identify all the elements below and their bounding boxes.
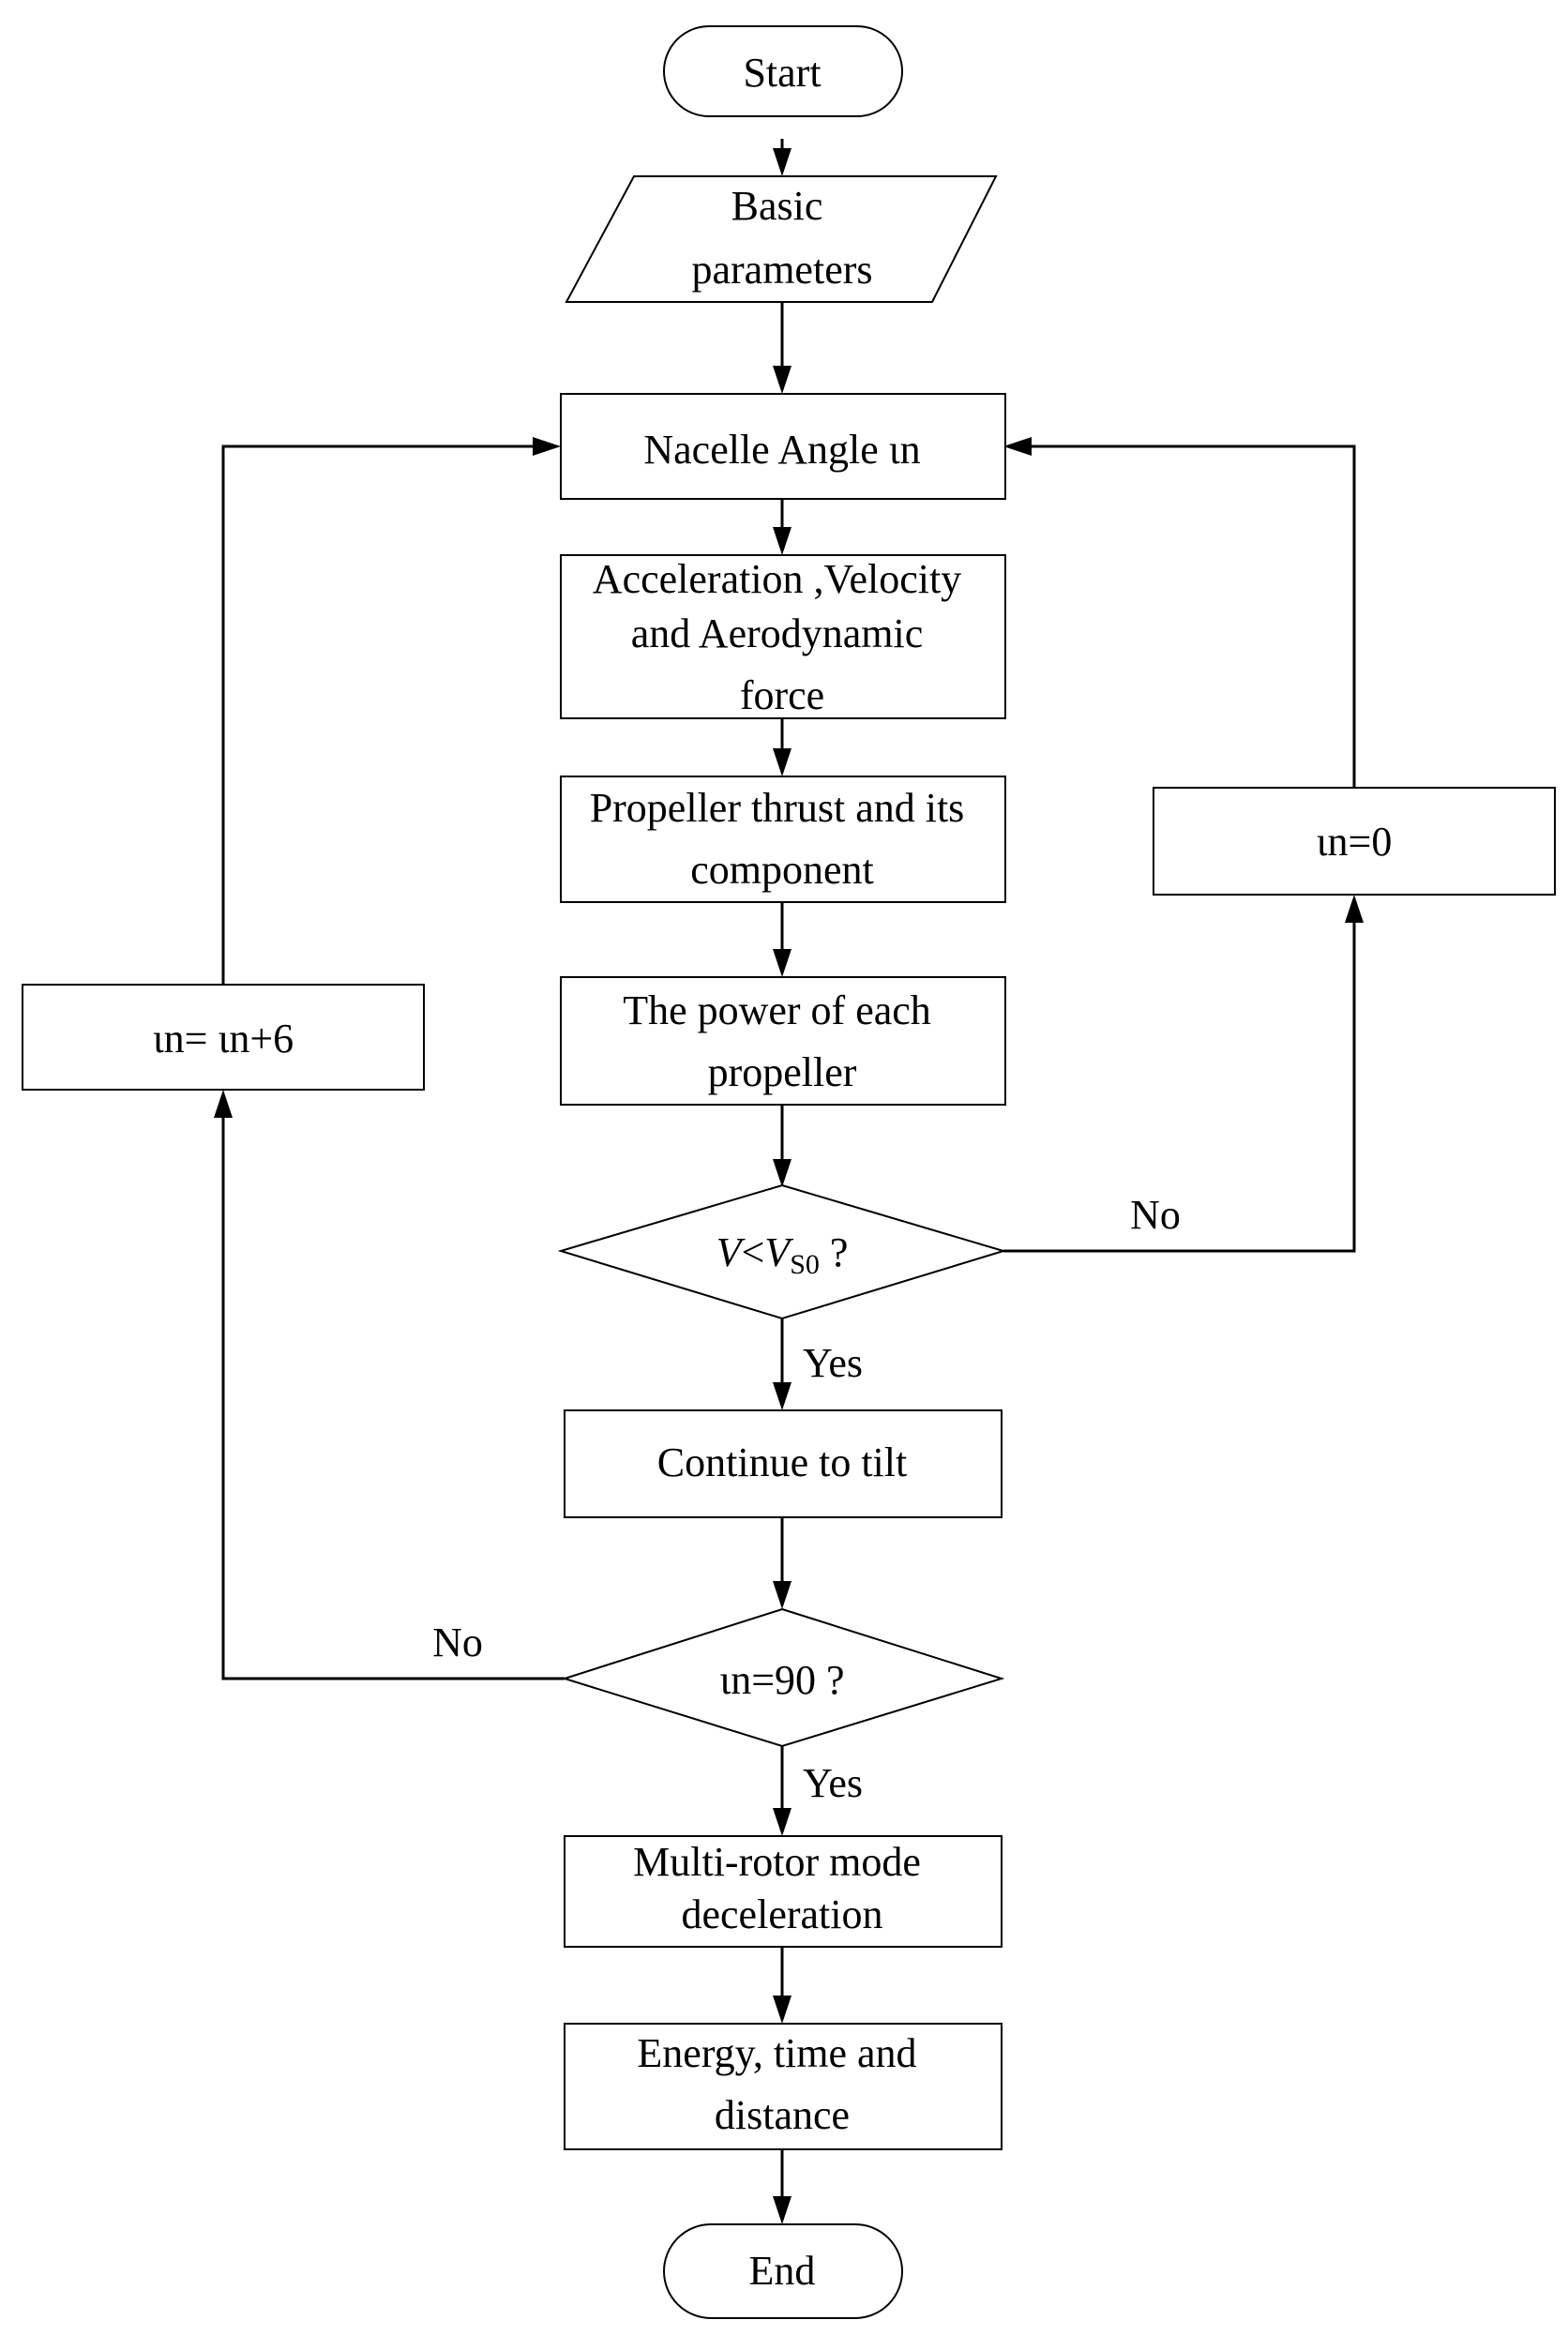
power-box <box>560 976 1006 1106</box>
arrowhead <box>773 366 792 394</box>
arrowhead <box>773 527 792 555</box>
start-terminal <box>663 25 903 117</box>
edge-label-in-yes: Yes <box>803 1760 863 1806</box>
edge-decision-v-no <box>1003 904 1356 1253</box>
arrowhead <box>1345 895 1364 923</box>
edge-in-increment-to-nacelle <box>221 444 542 985</box>
edge-decision-in-no <box>221 1108 565 1680</box>
power-label: The power of each propeller <box>623 987 942 1095</box>
in-increment-box <box>22 984 425 1091</box>
energy-label: Energy, time and distance <box>637 2030 927 2138</box>
end-terminal <box>663 2223 903 2319</box>
decision-v-diamond <box>557 1183 1007 1320</box>
energy-box <box>564 2023 1003 2150</box>
arrowhead <box>773 949 792 977</box>
accel-label: Acceleration ,Velocity and Aerodynamic f… <box>593 556 972 718</box>
arrowhead <box>533 437 561 456</box>
basic-params-label: Basic parameters <box>692 183 873 293</box>
arrowhead <box>773 748 792 776</box>
arrowhead <box>773 1996 792 2024</box>
edge-label-v-no: No <box>1130 1192 1181 1238</box>
continue-tilt-box <box>564 1409 1003 1518</box>
edge-in-zero-to-nacelle <box>1022 444 1356 788</box>
arrowhead <box>1003 437 1032 456</box>
edge-label-v-yes: Yes <box>803 1340 863 1386</box>
thrust-label: Propeller thrust and its component <box>590 785 975 893</box>
end-label: End <box>749 2248 816 2294</box>
basic-params-io <box>565 175 998 303</box>
in-zero-box <box>1153 787 1556 896</box>
thrust-box <box>560 776 1006 903</box>
accel-box <box>560 554 1006 719</box>
decision-in-diamond <box>561 1607 1005 1748</box>
decision-in-label: ιn=90 ? <box>719 1657 844 1703</box>
multirotor-box <box>564 1835 1003 1948</box>
arrowhead <box>214 1090 233 1118</box>
continue-tilt-label: Continue to tilt <box>657 1439 907 1485</box>
in-zero-label: ιn=0 <box>1317 819 1393 865</box>
edge-label-in-no: No <box>432 1619 483 1665</box>
arrowhead <box>773 1581 792 1609</box>
arrowhead <box>773 1159 792 1187</box>
arrowhead <box>773 1808 792 1836</box>
decision-v-label: V<VS0 ? <box>716 1229 849 1280</box>
nacelle-angle-box <box>560 393 1006 500</box>
arrowhead <box>773 2196 792 2224</box>
start-label: Start <box>743 50 821 96</box>
nacelle-angle-label: Nacelle Angle ιn <box>643 427 920 473</box>
in-increment-label: ιn= ιn+6 <box>153 1016 294 1062</box>
arrowhead <box>773 148 792 176</box>
arrowhead <box>773 1382 792 1410</box>
multirotor-label: Multi-rotor mode deceleration <box>633 1839 931 1937</box>
